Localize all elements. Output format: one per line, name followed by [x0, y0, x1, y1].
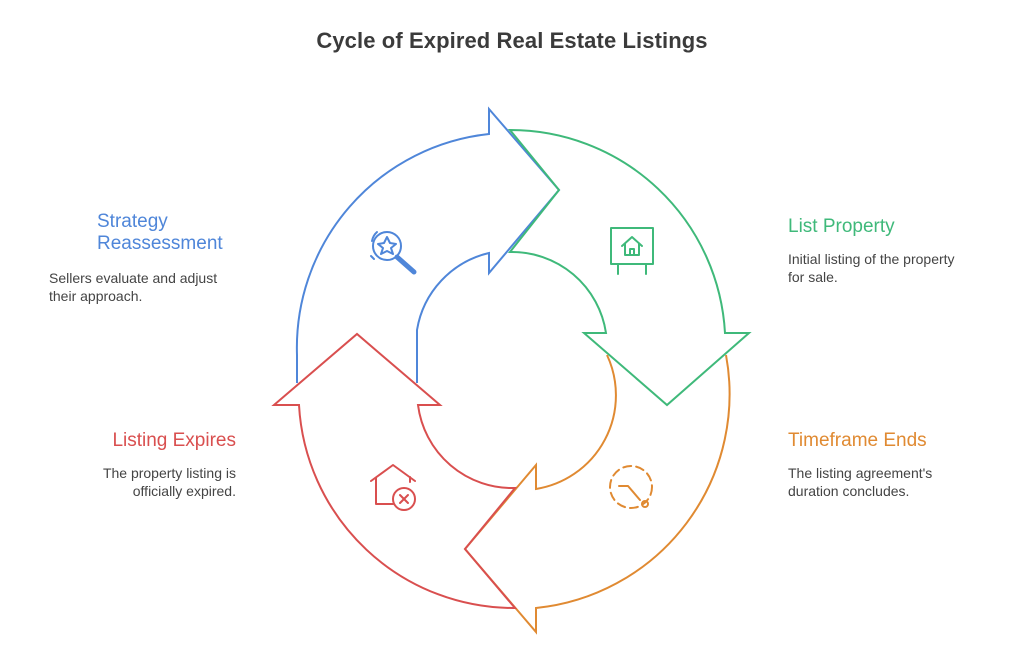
step-desc-list-line2: for sale.: [788, 269, 838, 285]
house-sign-icon: [610, 227, 654, 275]
step-desc-list: Initial listing of the property for sale…: [788, 250, 988, 286]
step-desc-strategy-line1: Sellers evaluate and adjust: [49, 270, 218, 286]
step-label-expires: Listing Expires: [112, 430, 236, 451]
step-desc-strategy: Sellers evaluate and adjust their approa…: [49, 269, 249, 305]
arrow-segment-strategy: [295, 106, 561, 383]
step-desc-expires: The property listing is officially expir…: [36, 464, 236, 500]
arrow-segment-timeframe: [463, 354, 731, 635]
step-strategy-reassessment: Strategy Reassessment Sellers evaluate a…: [49, 211, 277, 304]
step-desc-expires-line1: The property listing is: [102, 465, 236, 481]
step-desc-timeframe-line1: The listing agreement's: [788, 465, 933, 481]
step-timeframe-ends: Timeframe Ends The listing agreement's d…: [788, 430, 988, 500]
arrow-segment-list: [507, 128, 752, 407]
search-star-icon: [370, 231, 417, 275]
step-desc-timeframe: The listing agreement's duration conclud…: [788, 464, 988, 500]
step-desc-timeframe-line2: duration concludes.: [788, 483, 910, 499]
step-label-strategy-line1: Strategy: [97, 211, 168, 232]
arrow-segment-expires: [271, 332, 518, 610]
step-desc-strategy-line2: their approach.: [49, 288, 143, 304]
timer-icon: [609, 465, 653, 509]
step-listing-expires: Listing Expires The property listing is …: [36, 430, 236, 500]
house-x-icon: [370, 464, 416, 511]
step-label-strategy-line2: Reassessment: [97, 233, 223, 254]
step-desc-list-line1: Initial listing of the property: [788, 251, 955, 267]
step-desc-expires-line2: officially expired.: [132, 483, 236, 499]
page-title: Cycle of Expired Real Estate Listings: [316, 28, 708, 53]
step-label-timeframe: Timeframe Ends: [788, 430, 927, 451]
step-label-strategy: Strategy Reassessment: [97, 211, 277, 255]
step-list-property: List Property Initial listing of the pro…: [788, 216, 988, 286]
step-label-list: List Property: [788, 216, 895, 237]
